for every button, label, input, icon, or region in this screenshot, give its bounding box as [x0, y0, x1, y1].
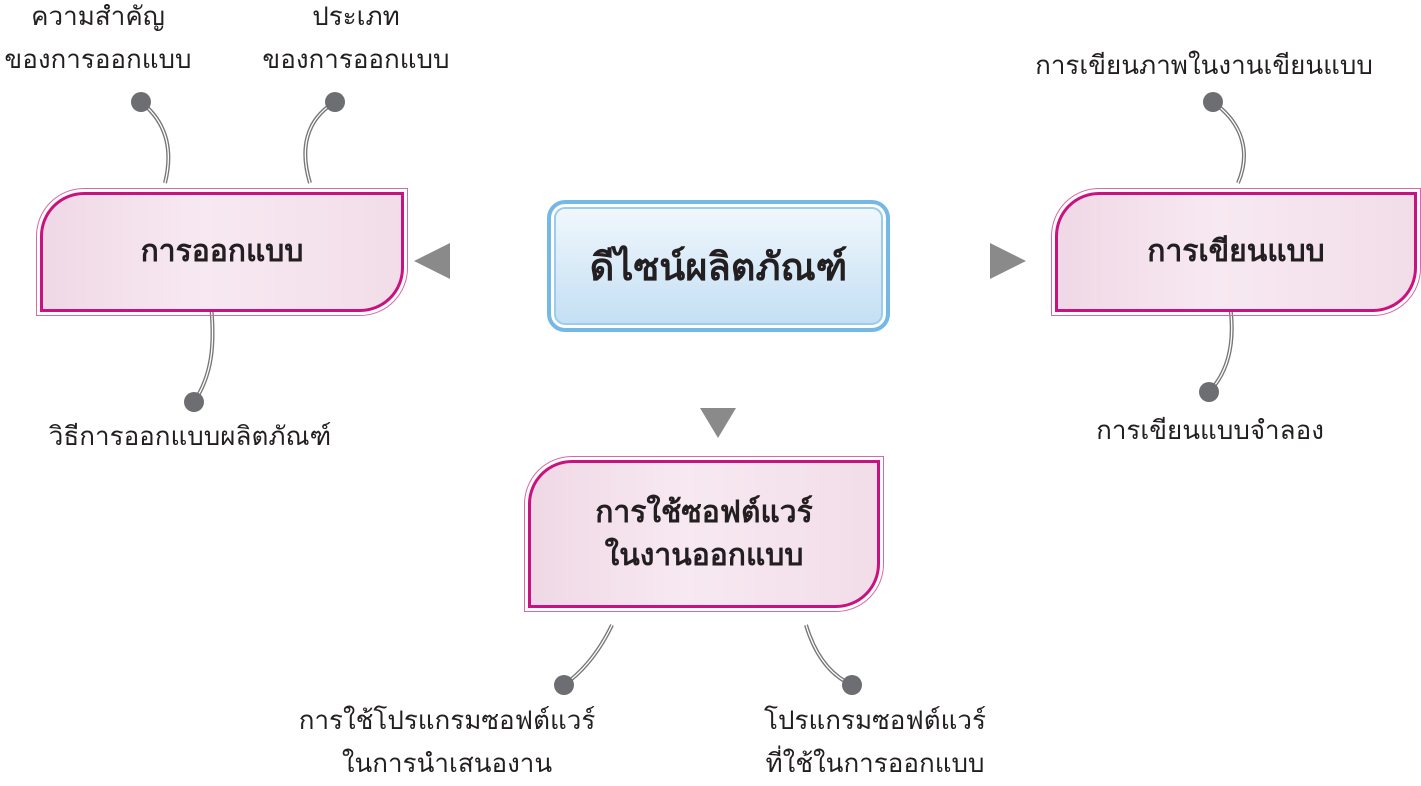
dot-icon: [184, 392, 204, 412]
node-title-line1: การใช้ซอฟต์แวร์: [595, 494, 813, 530]
dot-icon: [131, 92, 151, 112]
label-line: ในการนำเสนองาน: [341, 748, 553, 779]
label-line: ความสำคัญ: [31, 2, 165, 32]
label-line: ของการออกแบบ: [4, 44, 192, 75]
dot-icon: [1203, 92, 1223, 112]
center-node[interactable]: ดีไซน์ผลิตภัณฑ์: [547, 200, 890, 332]
dot-icon: [842, 675, 862, 695]
node-software[interactable]: การใช้ซอฟต์แวร์ ในงานออกแบบ: [524, 456, 884, 612]
sub-programs: โปรแกรมซอฟต์แวร์ ที่ใช้ในการออกแบบ: [764, 700, 986, 786]
sub-types: ประเภท ของการออกแบบ: [262, 0, 449, 82]
label-line: การเขียนภาพในงานเขียนแบบ: [1035, 51, 1373, 81]
label-line: ประเภท: [312, 2, 400, 32]
dot-icon: [554, 675, 574, 695]
node-title-line2: ในงานออกแบบ: [604, 538, 804, 573]
sub-model: การเขียนแบบจำลอง: [1096, 410, 1324, 453]
sub-methods: วิธีการออกแบบผลิตภัณฑ์: [49, 416, 331, 459]
center-title: ดีไซน์ผลิตภัณฑ์: [589, 244, 848, 289]
arrow-right: [898, 243, 1026, 279]
label-line: ของการออกแบบ: [262, 44, 450, 75]
node-title: การเขียนแบบ: [1147, 234, 1325, 270]
sub-presentation: การใช้โปรแกรมซอฟต์แวร์ ในการนำเสนองาน: [299, 700, 596, 786]
label-line: โปรแกรมซอฟต์แวร์: [764, 706, 986, 736]
label-line: การเขียนแบบจำลอง: [1096, 416, 1324, 446]
label-line: วิธีการออกแบบผลิตภัณฑ์: [48, 422, 332, 452]
arrow-left: [414, 243, 540, 279]
arrow-down: [700, 342, 736, 438]
dot-icon: [1199, 382, 1219, 402]
node-design[interactable]: การออกแบบ: [36, 188, 408, 316]
label-line: การใช้โปรแกรมซอฟต์แวร์: [298, 706, 596, 736]
sub-importance: ความสำคัญ ของการออกแบบ: [4, 0, 191, 82]
dot-icon: [325, 92, 345, 112]
node-drafting[interactable]: การเขียนแบบ: [1051, 188, 1421, 316]
node-title: การออกแบบ: [140, 234, 304, 270]
label-line: ที่ใช้ในการออกแบบ: [765, 748, 985, 779]
sub-drawing: การเขียนภาพในงานเขียนแบบ: [1035, 45, 1373, 88]
